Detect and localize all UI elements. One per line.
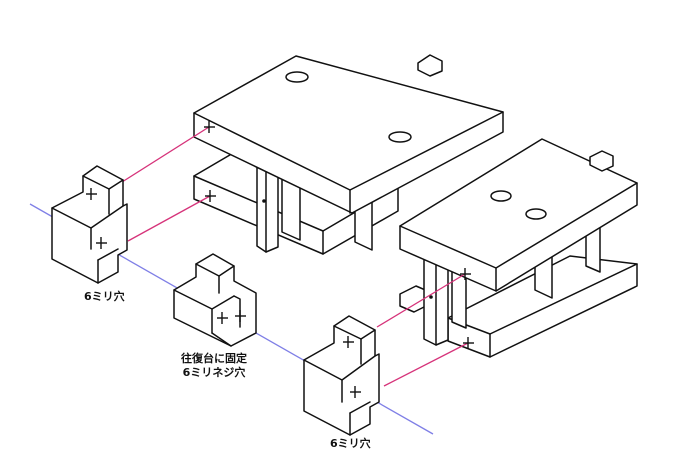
connector-right-bottom [383, 342, 469, 387]
connector-left-bottom [127, 195, 211, 242]
cross-mark-icon [204, 121, 215, 133]
connector-left-top [121, 126, 210, 183]
cross-mark-icon [217, 312, 228, 324]
cross-mark-icon [235, 310, 246, 322]
cross-mark-icon [343, 336, 354, 348]
cross-mark-icon [460, 268, 471, 280]
cross-mark-icon [96, 237, 107, 249]
left-upper-plate [193, 55, 504, 214]
right-upper-plate [399, 138, 638, 292]
connector-right-top [376, 273, 466, 328]
left-drilled-block [51, 165, 128, 284]
hole-marks [86, 121, 474, 398]
left-block-label: 6ミリ穴 [84, 290, 125, 303]
connector-lines [121, 126, 469, 387]
center-block-label-line2: 6ミリネジ穴 [182, 366, 246, 379]
right-block-label: 6ミリ穴 [330, 437, 371, 450]
right-drilled-block [303, 315, 380, 436]
right-back-lug [589, 150, 614, 172]
center-carriage-block [173, 253, 257, 347]
center-block-label: 往復台に固定 6ミリネジ穴 [168, 352, 260, 380]
cross-mark-icon [205, 190, 216, 202]
cross-mark-icon [463, 337, 474, 349]
right-assembly [399, 138, 638, 358]
cross-mark-icon [350, 386, 361, 398]
center-block-label-line1: 往復台に固定 [181, 352, 247, 365]
left-assembly [193, 54, 504, 255]
left-back-lug [417, 54, 443, 77]
cross-mark-icon [86, 188, 97, 200]
